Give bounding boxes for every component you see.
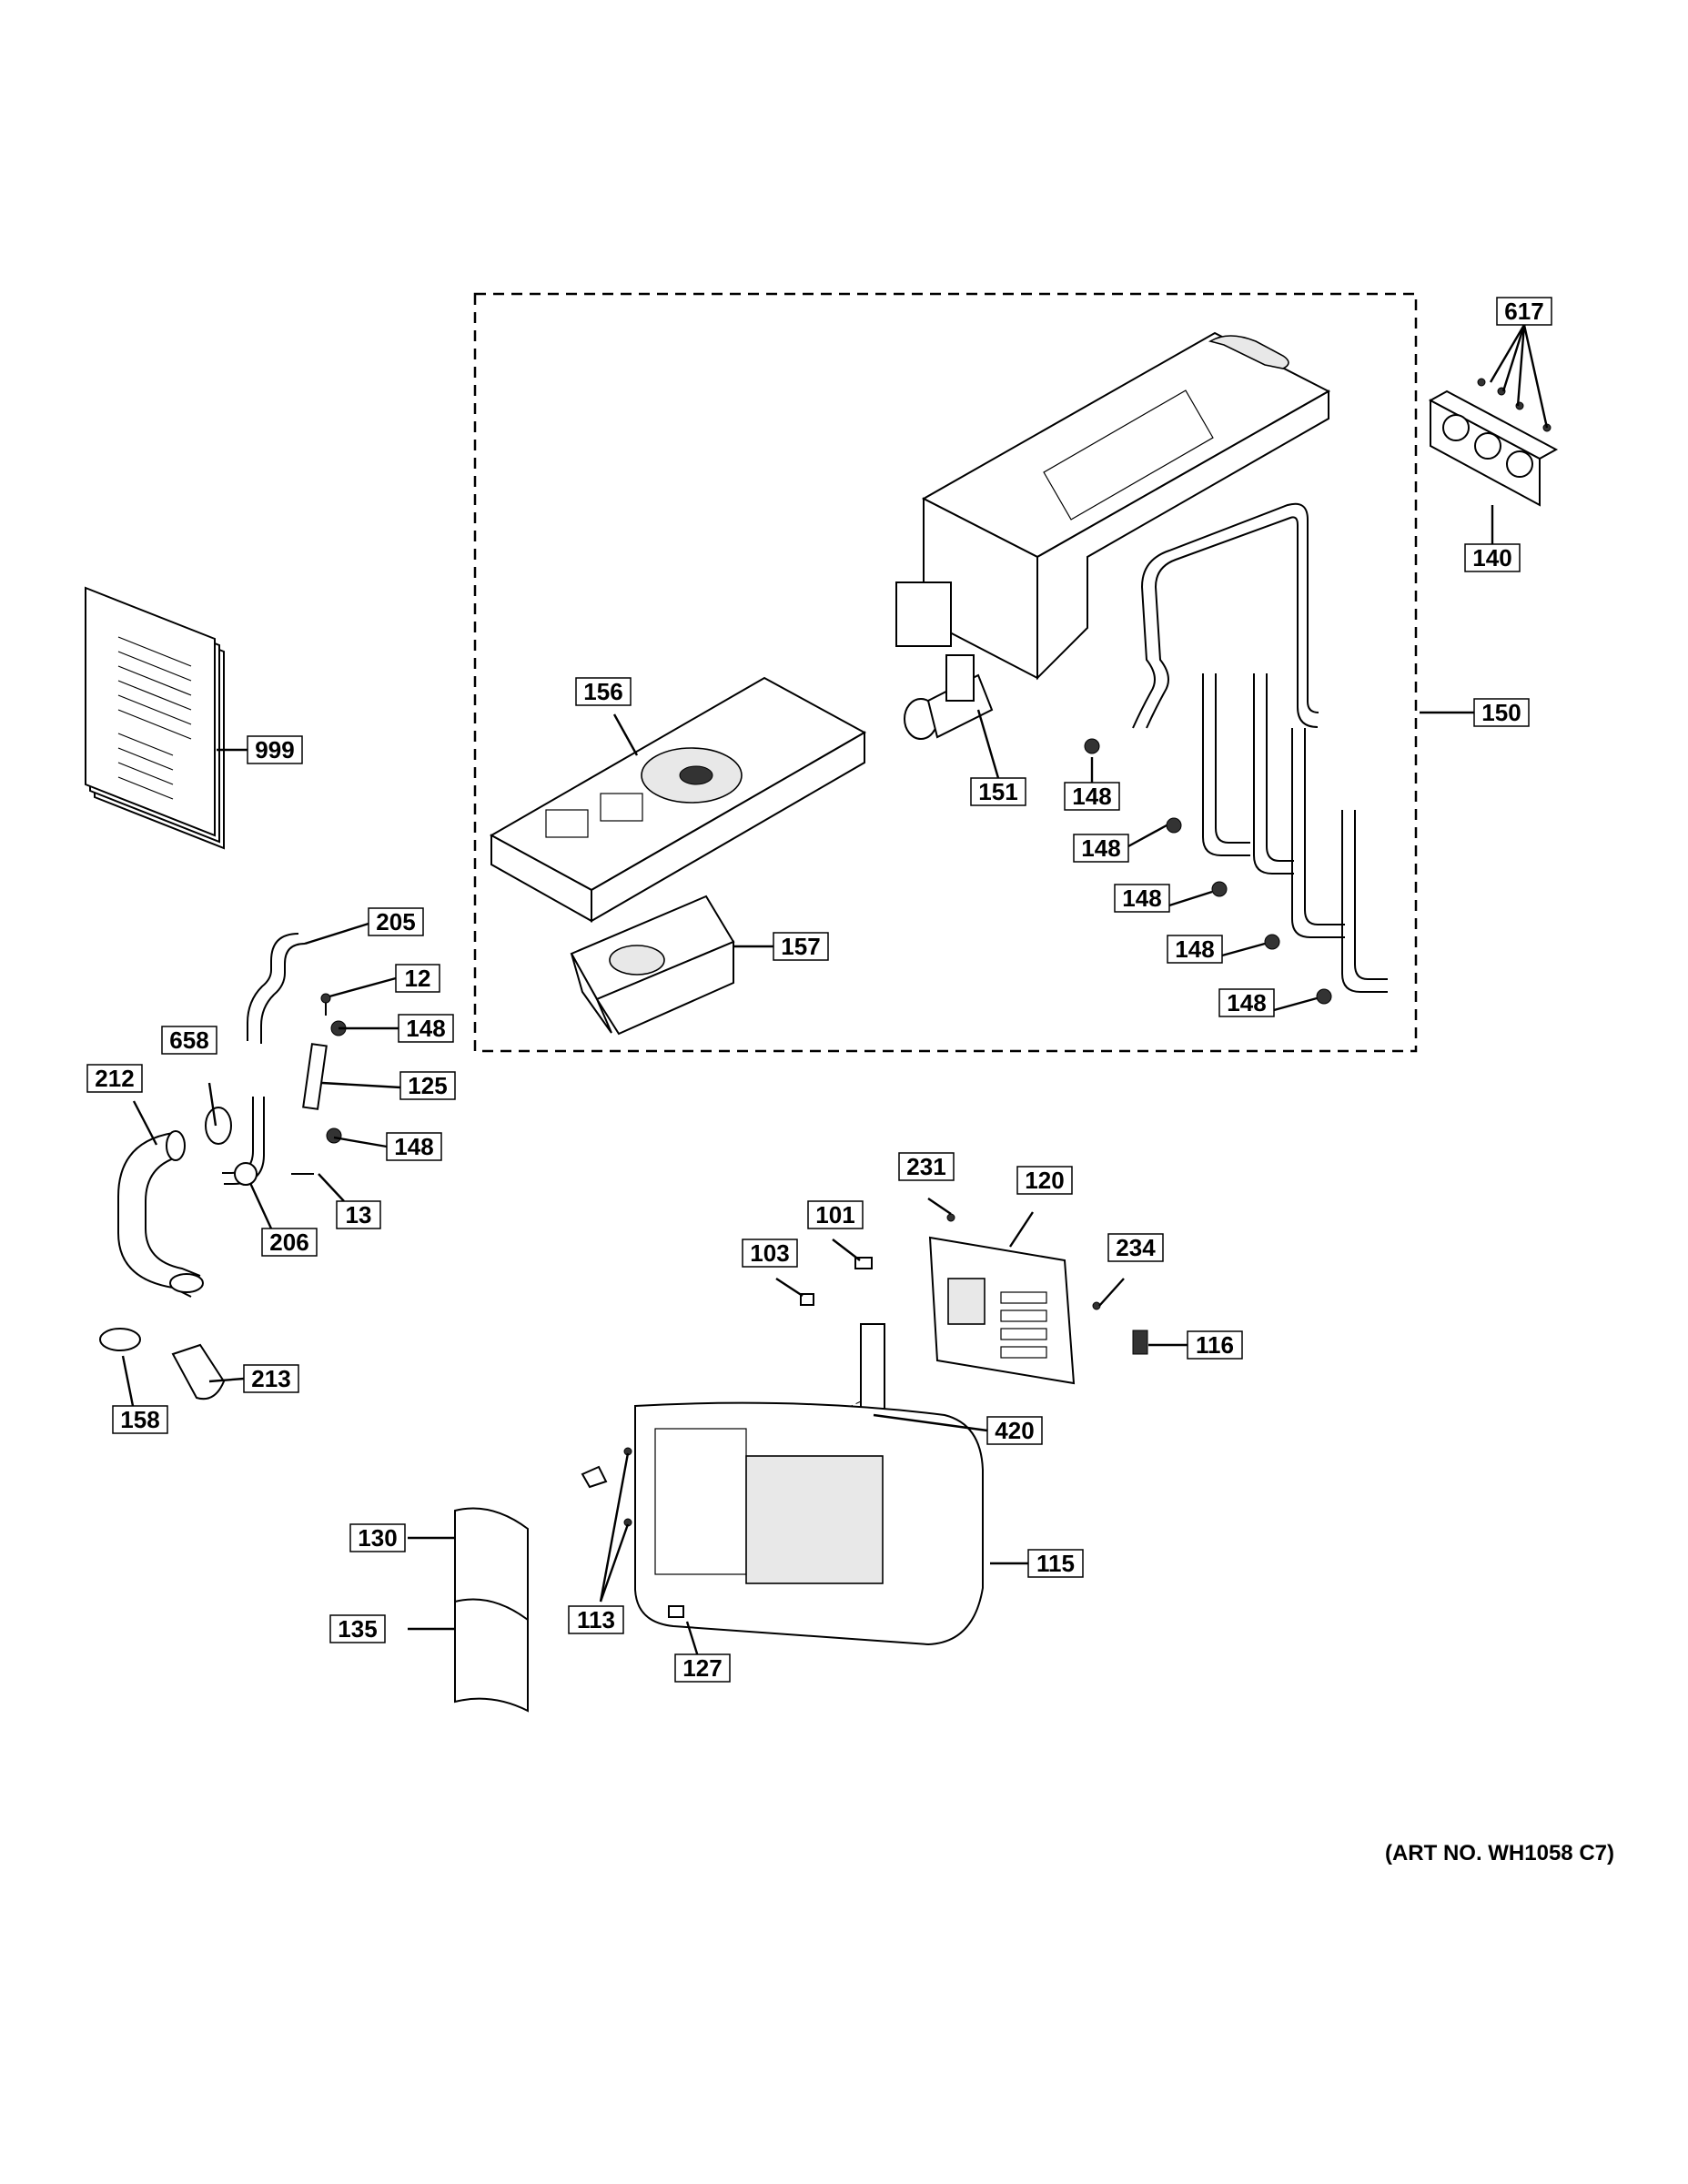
callout-231: 231 (898, 1152, 955, 1181)
callout-148-e: 148 (1218, 988, 1275, 1017)
svg-text:101: 101 (815, 1201, 854, 1228)
callout-206: 206 (261, 1228, 318, 1257)
callout-101: 101 (807, 1200, 864, 1229)
detergent-cup-part (570, 895, 735, 1036)
svg-text:617: 617 (1504, 298, 1543, 325)
callout-148-d: 148 (1167, 935, 1223, 964)
callout-116: 116 (1187, 1330, 1243, 1360)
screw-231-part (946, 1213, 955, 1222)
manual-literature-part (85, 586, 225, 850)
svg-text:658: 658 (169, 1026, 208, 1054)
svg-text:130: 130 (358, 1524, 397, 1552)
callout-151: 151 (970, 777, 1026, 806)
dispenser-cover-part (489, 676, 867, 923)
svg-text:206: 206 (269, 1228, 308, 1256)
svg-text:148: 148 (406, 1015, 445, 1042)
callout-148-f: 148 (386, 1132, 442, 1161)
callout-13: 13 (336, 1200, 381, 1229)
svg-text:205: 205 (376, 908, 415, 935)
svg-text:213: 213 (251, 1365, 290, 1392)
clamp-658-part (205, 1107, 232, 1145)
callout-113: 113 (568, 1605, 624, 1634)
svg-text:148: 148 (1227, 989, 1266, 1016)
callout-135: 135 (329, 1614, 386, 1643)
assembly-boundary-dashed (473, 292, 1418, 1053)
svg-text:148: 148 (394, 1133, 433, 1160)
switch-116-part (1132, 1330, 1148, 1355)
svg-text:103: 103 (750, 1239, 789, 1267)
callout-658: 658 (161, 1026, 217, 1055)
svg-text:156: 156 (583, 678, 622, 705)
svg-text:12: 12 (405, 965, 431, 992)
callout-999: 999 (247, 735, 303, 764)
svg-text:148: 148 (1122, 885, 1161, 912)
art-number-label: (ART NO. WH1058 C7) (1384, 1841, 1614, 1866)
svg-text:148: 148 (1081, 834, 1120, 862)
handle-135-part (454, 1598, 529, 1713)
svg-text:212: 212 (95, 1065, 134, 1092)
svg-text:999: 999 (255, 736, 294, 763)
drain-hose-205-part (247, 933, 306, 1044)
badge-127-part (668, 1605, 684, 1618)
svg-text:125: 125 (408, 1072, 447, 1099)
control-panel-115-part (634, 1401, 984, 1646)
svg-text:148: 148 (1072, 783, 1111, 810)
svg-text:140: 140 (1472, 544, 1511, 571)
dispenser-housing-part (895, 331, 1331, 740)
svg-text:420: 420 (995, 1417, 1034, 1444)
callout-103: 103 (742, 1239, 798, 1268)
button-103-part (800, 1293, 814, 1306)
callout-212: 212 (86, 1064, 143, 1093)
svg-text:115: 115 (1036, 1550, 1075, 1577)
callout-127: 127 (674, 1653, 731, 1683)
leader-lines (121, 324, 1549, 1666)
callout-205: 205 (368, 907, 424, 936)
callout-158: 158 (112, 1405, 168, 1434)
callout-130: 130 (349, 1523, 406, 1552)
callout-125: 125 (399, 1071, 456, 1100)
svg-text:231: 231 (906, 1153, 945, 1180)
callout-156: 156 (575, 677, 632, 706)
screw-12-part (320, 993, 331, 1016)
svg-text:113: 113 (577, 1606, 615, 1633)
elbow-213-part (171, 1343, 226, 1400)
clamp-158-part (99, 1328, 141, 1351)
screw-234-part (1092, 1301, 1101, 1310)
callout-234: 234 (1107, 1233, 1164, 1262)
svg-text:158: 158 (120, 1406, 159, 1433)
svg-text:127: 127 (682, 1654, 722, 1682)
callout-148-a: 148 (1064, 782, 1120, 811)
screws-113-part (581, 1447, 632, 1527)
svg-text:148: 148 (1175, 935, 1214, 963)
callout-148-b: 148 (1073, 834, 1129, 863)
hose-clamp-parts (326, 738, 1332, 1144)
svg-text:234: 234 (1116, 1234, 1156, 1261)
svg-text:13: 13 (346, 1201, 372, 1228)
callout-115: 115 (1027, 1549, 1084, 1578)
svg-text:135: 135 (338, 1615, 377, 1643)
callout-617: 617 (1496, 297, 1552, 326)
svg-text:116: 116 (1196, 1331, 1234, 1359)
callout-140: 140 (1464, 543, 1521, 572)
svg-text:157: 157 (781, 933, 820, 960)
hose-206-part (222, 1097, 265, 1186)
callout-12: 12 (395, 964, 440, 993)
svg-text:151: 151 (978, 778, 1017, 805)
callout-120: 120 (1016, 1166, 1073, 1195)
callout-150: 150 (1473, 698, 1530, 727)
water-inlet-valve-part (1428, 378, 1559, 507)
svg-text:120: 120 (1025, 1167, 1064, 1194)
callout-157: 157 (773, 932, 829, 961)
bellows-hose-212-part (117, 1130, 204, 1298)
callout-148-g: 148 (398, 1014, 454, 1043)
control-board-120-part (928, 1236, 1076, 1385)
dispenser-hoses (1132, 502, 1388, 993)
callout-420: 420 (986, 1416, 1043, 1445)
callout-213: 213 (243, 1364, 299, 1393)
callout-148-c: 148 (1114, 884, 1170, 913)
hose-125-part (302, 1043, 328, 1110)
svg-text:150: 150 (1481, 699, 1521, 726)
